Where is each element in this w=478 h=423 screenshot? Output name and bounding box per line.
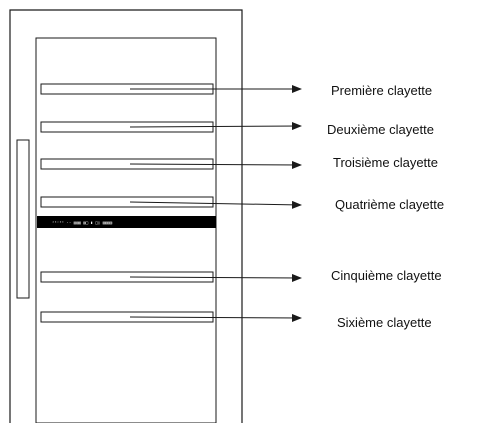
shelf-3-arrow [129,160,302,169]
shelf-4 [40,196,214,208]
shelf-2-arrow [129,122,302,131]
shelf-5-arrow [129,273,302,282]
shelf-6-label: Sixième clayette [337,315,432,330]
shelf-3-label: Troisième clayette [333,155,438,170]
cabinet-outline [9,9,243,423]
door-frame [35,37,217,423]
door-handle [16,139,30,299]
shelf-1-label: Première clayette [331,83,432,98]
shelf-6-arrow [129,313,302,322]
control-panel [37,216,216,228]
shelf-2-label: Deuxième clayette [327,122,434,137]
control-panel-text: ᵃᵇᶜᵈᵉ ·· ▥▥▥ ▥□ ▮ □▯ ▥▥▥▥ [52,220,113,225]
shelf-4-label: Quatrième clayette [335,197,444,212]
shelf-5-label: Cinquième clayette [331,268,442,283]
shelf-4-arrow [129,200,302,209]
